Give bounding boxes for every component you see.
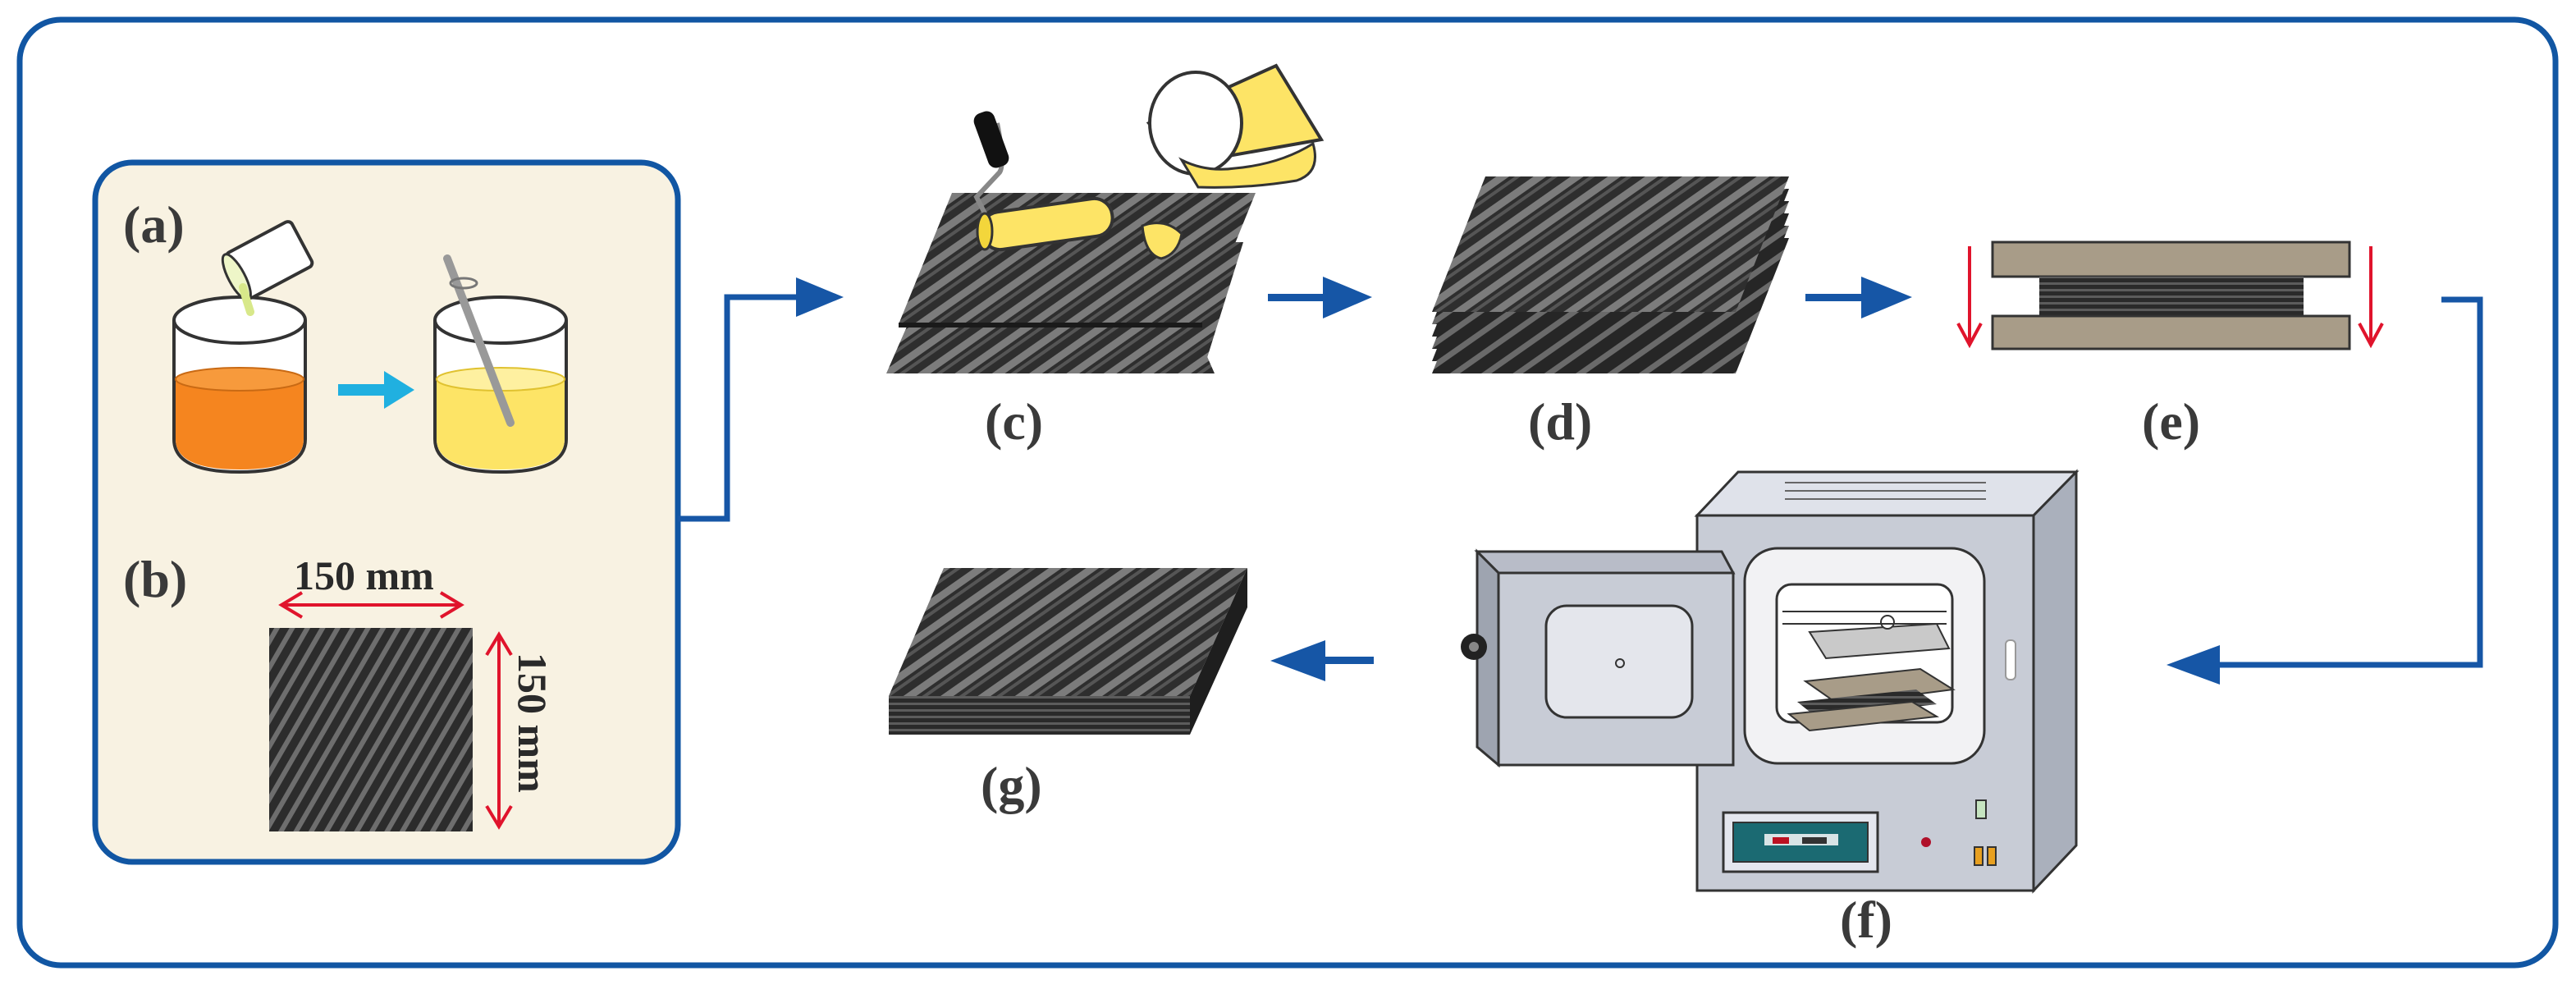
pouring-cup [221,220,314,316]
roller-icon [973,111,1114,252]
carbon-fabric-sample [269,628,473,831]
label-b: (b) [123,550,187,608]
label-f: (f) [1840,891,1892,949]
width-dimension-arrow [278,591,464,619]
press-arrow-right [2358,246,2384,349]
label-d: (d) [1528,392,1592,451]
curing-oven-illustration [1461,469,2080,894]
label-e: (e) [2142,392,2200,451]
hardener-beaker [172,295,307,474]
stacked-plies-illustration [1432,176,1789,373]
pressing-illustration [1956,240,2384,350]
flow-arrow-to-c [678,277,844,522]
door-handle-icon [1461,634,1487,660]
resin-pour-beaker [1146,63,1325,189]
flow-arrow-f-to-g [1270,640,1374,681]
resin-beaker [433,254,568,474]
label-a: (a) [123,195,185,254]
height-dimension-arrow [485,631,513,830]
flow-arrow-c-to-d [1268,277,1372,318]
label-c: (c) [985,392,1043,451]
finished-laminate-illustration [889,568,1247,735]
mix-arrow [338,371,414,409]
flow-arrow-e-to-f [2166,296,2483,685]
hand-layup-illustration [886,63,1325,373]
width-dimension-label: 150 mm [294,552,434,598]
height-dimension-label: 150 mm [510,653,556,793]
press-arrow-left [1956,246,1983,349]
label-g: (g) [981,756,1042,814]
flow-arrow-d-to-e [1805,277,1912,318]
